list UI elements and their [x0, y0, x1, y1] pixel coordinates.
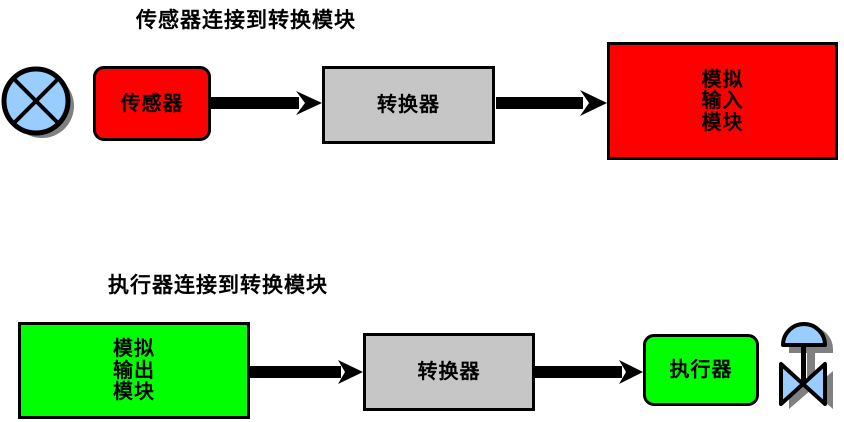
ai-label-line-3: 模块	[701, 109, 744, 134]
ai-label-line-2: 输入	[701, 88, 744, 113]
node-sensor[interactable]: 传感器	[93, 66, 211, 141]
ao-label-line-1: 模拟	[113, 336, 155, 361]
title-actuator-row: 执行器连接到转换模块	[108, 272, 328, 297]
node-sensor-label: 传感器	[120, 90, 184, 115]
node-converter-top-label: 转换器	[377, 92, 440, 117]
crossed-circle-sensor-icon	[1, 66, 74, 138]
arrow-converter-to-ai-module	[496, 90, 607, 116]
node-analog-input-module[interactable]: 模拟 输入 模块	[607, 42, 838, 160]
node-actuator-label: 执行器	[669, 357, 733, 382]
node-actuator[interactable]: 执行器	[643, 334, 759, 406]
arrow-converter-to-actuator	[534, 360, 643, 384]
node-converter-bottom-label: 转换器	[417, 359, 481, 384]
butterfly-valve-icon	[779, 322, 833, 409]
ao-label-line-2: 输出	[113, 357, 155, 382]
ao-label-line-3: 模块	[113, 379, 155, 404]
node-analog-output-module-label: 模拟 输出 模块	[113, 338, 155, 403]
node-analog-output-module[interactable]: 模拟 输出 模块	[18, 322, 250, 419]
ai-label-line-1: 模拟	[701, 66, 744, 91]
node-converter-top[interactable]: 转换器	[322, 66, 495, 144]
node-analog-input-module-label: 模拟 输入 模块	[701, 66, 744, 134]
node-converter-bottom[interactable]: 转换器	[363, 333, 535, 411]
title-sensor-row: 传感器连接到转换模块	[136, 7, 356, 32]
arrow-ao-module-to-converter	[249, 360, 363, 384]
arrow-sensor-to-converter	[210, 91, 322, 115]
